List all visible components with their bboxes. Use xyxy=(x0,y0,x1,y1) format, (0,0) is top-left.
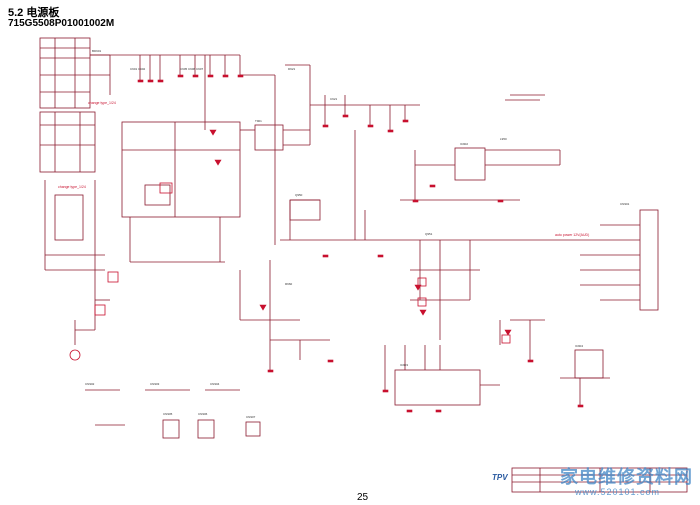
brand-logo: TPV xyxy=(492,473,508,482)
svg-text:T901: T901 xyxy=(255,119,262,123)
change-note-1: change type_1/24 xyxy=(88,101,116,105)
watermark-text: 家电维修资料网 xyxy=(560,467,693,487)
svg-text:Q950: Q950 xyxy=(295,193,303,197)
svg-text:Q951: Q951 xyxy=(425,232,433,236)
ac-input-block xyxy=(39,37,91,109)
page-number: 25 xyxy=(357,492,369,503)
watermark-url: www.520101.com xyxy=(575,487,661,497)
svg-text:CN907: CN907 xyxy=(246,415,256,419)
svg-text:BD901: BD901 xyxy=(92,49,102,53)
svg-text:C901 C902: C901 C902 xyxy=(130,67,146,71)
svg-text:IC902: IC902 xyxy=(460,142,468,146)
title-block xyxy=(511,467,688,493)
svg-text:D921: D921 xyxy=(288,67,296,71)
svg-text:IC903: IC903 xyxy=(400,363,408,367)
bus-label: auto power 12V(AUD) xyxy=(555,233,589,237)
standby-block xyxy=(394,369,481,406)
svg-text:CN906: CN906 xyxy=(198,412,208,416)
svg-text:CN905: CN905 xyxy=(163,412,173,416)
output-connector xyxy=(639,209,659,311)
svg-text:L950: L950 xyxy=(500,137,507,141)
svg-text:CN903: CN903 xyxy=(150,382,160,386)
svg-text:R960: R960 xyxy=(285,282,293,286)
svg-text:IC904: IC904 xyxy=(575,344,583,348)
change-note-2: change type_1/24 xyxy=(58,185,86,189)
fan-connector xyxy=(69,349,81,361)
svg-text:CN904: CN904 xyxy=(210,382,220,386)
svg-text:C921: C921 xyxy=(330,97,338,101)
board-model: 715G5508P01001002M xyxy=(8,18,115,29)
svg-text:C905 C906 C907: C905 C906 C907 xyxy=(180,67,204,71)
pfc-block xyxy=(39,111,96,173)
page-title: 5.2 电源板 xyxy=(8,7,60,19)
svg-text:CN901: CN901 xyxy=(620,202,630,206)
main-transformer xyxy=(254,124,284,151)
regulator-ic xyxy=(454,147,486,181)
controller-block xyxy=(121,121,241,218)
svg-text:CN902: CN902 xyxy=(85,382,95,386)
